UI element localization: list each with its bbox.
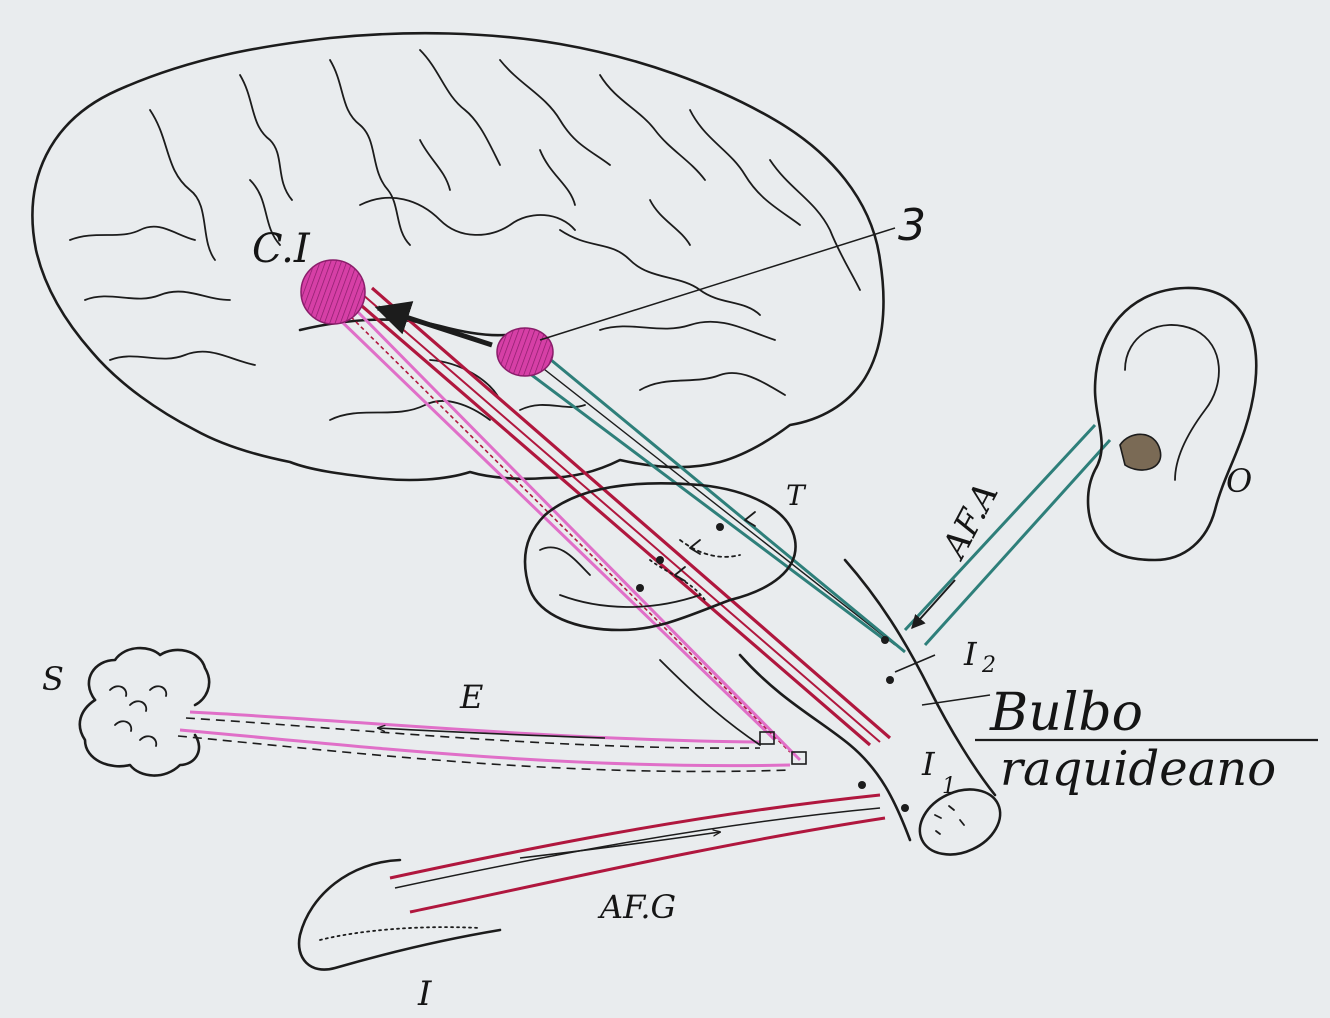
association-arrow bbox=[378, 308, 492, 345]
label-e: E bbox=[459, 678, 483, 716]
label-3-leader bbox=[540, 228, 895, 340]
label-3: 3 bbox=[898, 200, 926, 251]
label-s: S bbox=[42, 660, 64, 698]
cortical-center-3 bbox=[497, 328, 553, 376]
label-i: I bbox=[417, 974, 432, 1014]
label-ci: C.I bbox=[252, 226, 311, 272]
salivary-gland bbox=[80, 648, 209, 775]
label-i2: I bbox=[963, 635, 978, 673]
label-i1-sub: 1 bbox=[942, 774, 956, 799]
label-raquideano: raquideano bbox=[1000, 741, 1276, 797]
cortical-center-ci bbox=[301, 260, 365, 324]
label-i2-sub: 2 bbox=[981, 653, 996, 678]
label-i1: I bbox=[921, 745, 936, 783]
efferent-direction-arrow bbox=[378, 728, 605, 738]
label-t: T bbox=[786, 479, 807, 512]
label-o: O bbox=[1226, 462, 1252, 500]
pathway-pink bbox=[178, 306, 800, 771]
ear bbox=[1088, 288, 1256, 560]
label-bulbo: Bulbo bbox=[989, 683, 1143, 743]
label-afg: AF.G bbox=[597, 888, 676, 926]
pathway-teal bbox=[525, 355, 1110, 652]
label-afa: AF.A bbox=[933, 476, 1006, 566]
i2-leader bbox=[895, 655, 935, 672]
pathway-crimson bbox=[355, 288, 890, 912]
